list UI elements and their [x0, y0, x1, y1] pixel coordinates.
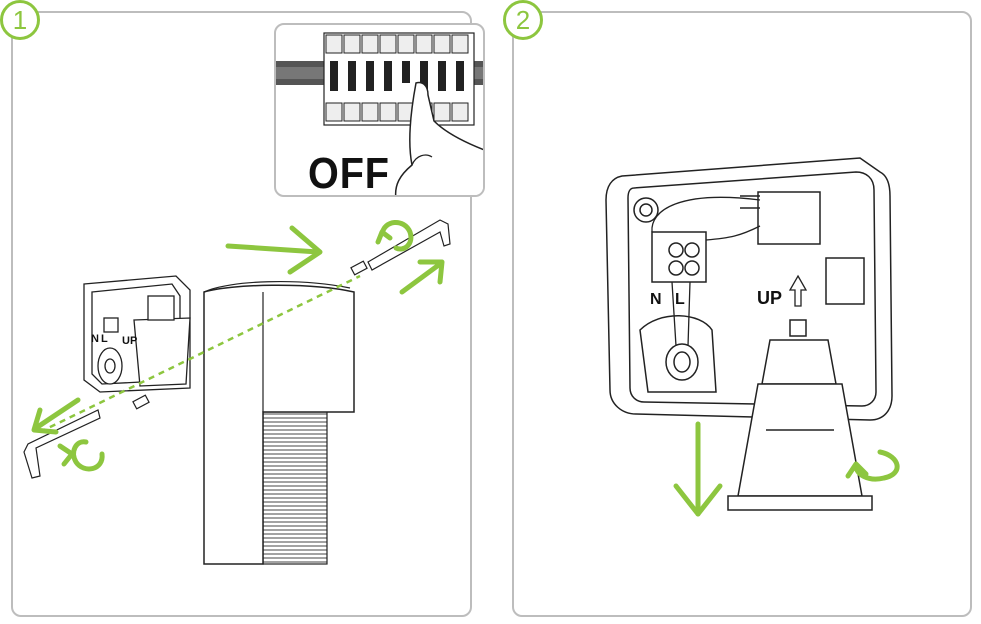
- off-label: OFF: [308, 149, 390, 197]
- mounting-plate-large: [605, 157, 893, 421]
- direction-arrow-icon: [225, 225, 323, 275]
- circuit-breaker-icon: [276, 32, 483, 195]
- mounting-plate-small: [83, 275, 191, 393]
- direction-arrow-icon: [399, 259, 445, 295]
- rotate-arrow-icon: [375, 220, 414, 252]
- direction-arrow-icon: [673, 421, 723, 517]
- power-off-inset: OFF: [274, 23, 485, 197]
- step-1-panel: OFF: [11, 11, 485, 617]
- neutral-label: N: [650, 291, 662, 308]
- wires: [651, 196, 761, 347]
- step-2-badge: 2: [503, 0, 543, 40]
- screw-path: [39, 274, 361, 434]
- gu10-lamp-icon: [727, 319, 873, 511]
- up-arrow-icon: [788, 274, 808, 307]
- up-label: UP: [122, 335, 137, 347]
- up-label: UP: [757, 288, 782, 308]
- lamp-housing: [203, 281, 355, 565]
- live-label: L: [101, 333, 108, 345]
- screw-icon: [132, 260, 368, 410]
- direction-arrow-icon: [31, 397, 81, 435]
- rotate-arrow-icon: [845, 449, 900, 482]
- hand-icon: [394, 81, 483, 195]
- neutral-label: N: [91, 333, 99, 345]
- rotate-arrow-icon: [57, 439, 105, 472]
- live-label: L: [675, 291, 685, 308]
- step-1-badge: 1: [0, 0, 40, 40]
